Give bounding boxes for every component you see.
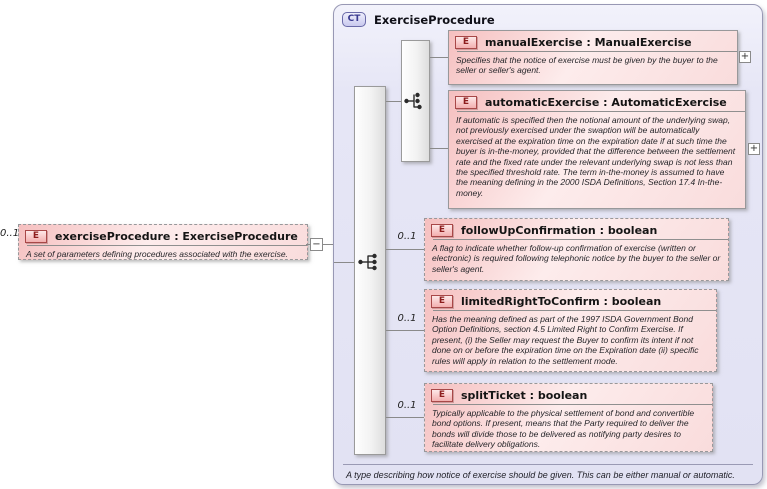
connector-line: [430, 148, 448, 149]
element-header: E followUpConfirmation : boolean: [425, 219, 728, 238]
connector-line: [323, 244, 333, 245]
divider: [433, 404, 712, 405]
connector-line: [334, 262, 354, 263]
element-title: followUpConfirmation : boolean: [461, 224, 657, 237]
element-type-separator: :: [170, 229, 183, 243]
element-type: boolean: [611, 294, 662, 308]
element-box-splitTicket[interactable]: E splitTicket : boolean Typically applic…: [424, 383, 713, 452]
element-type: ExerciseProcedure: [182, 229, 298, 243]
element-annotation: A flag to indicate whether follow-up con…: [432, 243, 721, 274]
sequence-compositor[interactable]: [354, 86, 386, 455]
element-name: limitedRightToConfirm: [461, 294, 600, 308]
element-type: boolean: [537, 388, 588, 402]
cardinality-label: 0..1: [397, 313, 417, 324]
element-box-limitedRightToConfirm[interactable]: E limitedRightToConfirm : boolean Has th…: [424, 289, 717, 372]
connector-line: [386, 249, 424, 250]
sequence-icon: [358, 253, 377, 271]
cardinality-label: 0..1: [397, 400, 417, 411]
element-type: ManualExercise: [594, 35, 692, 49]
cardinality-label: 0..1: [397, 231, 417, 242]
element-name: manualExercise: [485, 35, 583, 49]
connector-line: [430, 57, 448, 58]
element-type-separator: :: [599, 294, 612, 308]
element-header: E manualExercise : ManualExercise: [449, 31, 737, 50]
element-box-manualExercise[interactable]: E manualExercise : ManualExercise Specif…: [448, 30, 738, 85]
expand-toggle[interactable]: +: [748, 143, 760, 155]
element-type-separator: :: [595, 223, 608, 237]
divider: [457, 111, 745, 112]
choice-icon: [404, 92, 422, 110]
element-badge-icon: E: [455, 95, 477, 109]
element-header: E splitTicket : boolean: [425, 384, 712, 403]
expand-toggle[interactable]: +: [739, 51, 751, 63]
element-title: splitTicket : boolean: [461, 389, 587, 402]
element-badge-icon: E: [431, 223, 453, 237]
element-badge-icon: E: [431, 294, 453, 308]
element-name: exerciseProcedure: [55, 229, 171, 243]
root-cardinality-label: 0..1: [0, 228, 20, 239]
collapse-toggle[interactable]: −: [310, 238, 323, 251]
connector-line: [386, 101, 401, 102]
connector-line: [386, 417, 424, 418]
element-annotation: Specifies that the notice of exercise mu…: [456, 55, 718, 76]
divider: [433, 239, 728, 240]
element-badge-icon: E: [431, 388, 453, 402]
element-name: splitTicket: [461, 388, 526, 402]
element-title: limitedRightToConfirm : boolean: [461, 295, 661, 308]
element-name: automaticExercise: [485, 95, 600, 109]
connector-line: [306, 244, 311, 245]
element-title: exerciseProcedure : ExerciseProcedure: [55, 230, 298, 243]
element-type-separator: :: [582, 35, 595, 49]
element-title: manualExercise : ManualExercise: [485, 36, 692, 49]
connector-line: [386, 330, 424, 331]
complex-type-header: CT ExerciseProcedure: [342, 12, 495, 27]
element-title: automaticExercise : AutomaticExercise: [485, 96, 727, 109]
element-annotation: Has the meaning defined as part of the 1…: [432, 314, 699, 366]
element-box-exerciseProcedure[interactable]: E exerciseProcedure : ExerciseProcedure …: [18, 224, 308, 260]
element-box-automaticExercise[interactable]: E automaticExercise : AutomaticExercise …: [448, 90, 746, 209]
complex-type-title: ExerciseProcedure: [374, 12, 495, 27]
divider: [433, 310, 716, 311]
element-type-separator: :: [525, 388, 538, 402]
element-box-followUpConfirmation[interactable]: E followUpConfirmation : boolean A flag …: [424, 218, 729, 281]
element-annotation: A set of parameters defining procedures …: [26, 249, 288, 259]
element-annotation: If automatic is specified then the notio…: [456, 115, 736, 198]
element-badge-icon: E: [455, 35, 477, 49]
complex-type-annotation: A type describing how notice of exercise…: [346, 470, 735, 480]
element-type-separator: :: [599, 95, 612, 109]
element-header: E exerciseProcedure : ExerciseProcedure: [19, 225, 307, 244]
divider: [27, 245, 307, 246]
element-type: boolean: [607, 223, 658, 237]
element-header: E limitedRightToConfirm : boolean: [425, 290, 716, 309]
element-name: followUpConfirmation: [461, 223, 596, 237]
element-annotation: Typically applicable to the physical set…: [432, 408, 695, 450]
element-header: E automaticExercise : AutomaticExercise: [449, 91, 745, 110]
complex-type-badge-icon: CT: [342, 12, 366, 27]
element-badge-icon: E: [25, 229, 47, 243]
element-type: AutomaticExercise: [611, 95, 727, 109]
divider: [343, 464, 753, 465]
divider: [457, 51, 737, 52]
